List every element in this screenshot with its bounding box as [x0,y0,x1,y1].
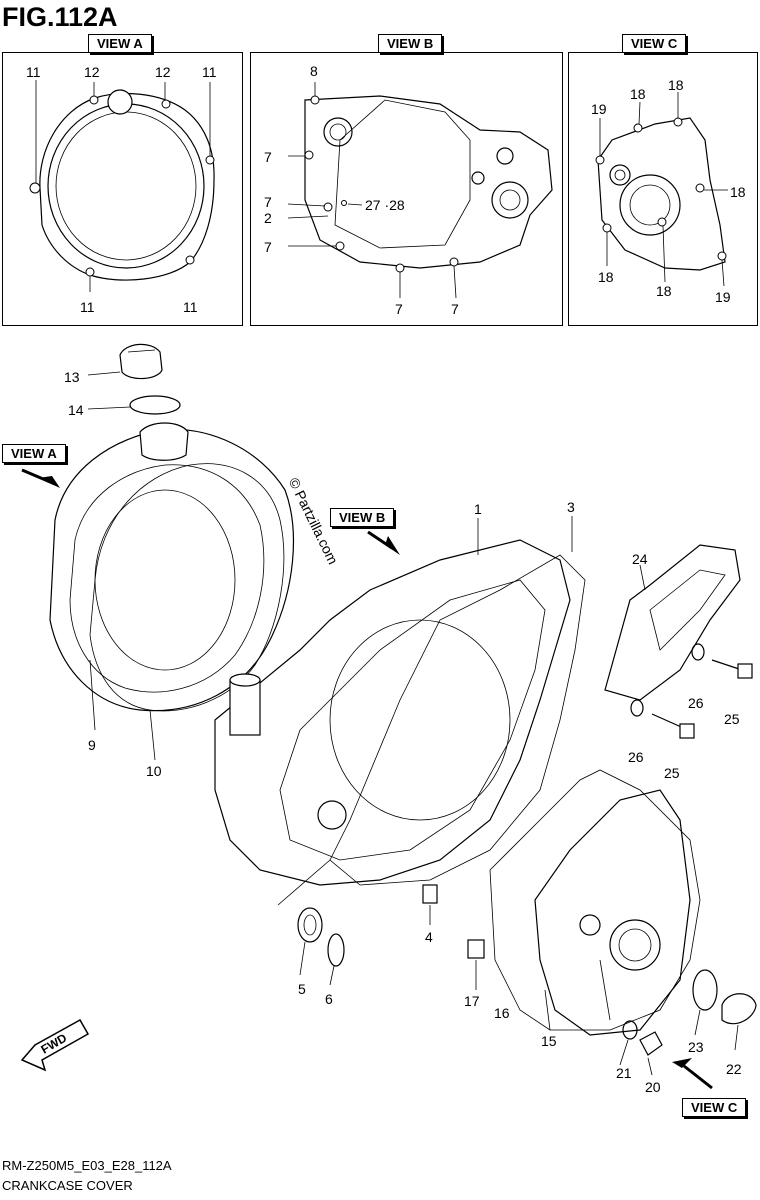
callout-26: 26 [688,695,704,711]
view-b-drawing [287,82,553,299]
gasket-10 [89,463,285,761]
callout-18: 18 [598,269,614,285]
callout-6: 6 [325,991,333,1007]
figure-caption: CRANKCASE COVER [2,1178,133,1193]
view-a-tag: VIEW A [88,34,152,53]
callout-11: 11 [26,64,41,80]
view-b-box [250,52,563,326]
view-a-box [2,52,243,326]
figure-code: RM-Z250M5_E03_E28_112A [2,1158,172,1173]
callout-18: 18 [656,283,672,299]
callout-7: 7 [395,301,403,317]
callout-12: 12 [155,64,171,80]
callout-20: 20 [645,1079,661,1095]
dowel-pins [422,884,485,990]
bracket-24 [604,544,741,701]
callout-26: 26 [628,749,644,765]
callout-11: 11 [202,64,217,80]
callout-21: 21 [616,1065,632,1081]
callout-17: 17 [464,993,480,1009]
callout-25: 25 [724,711,740,727]
fwd-arrow-icon: FWD [20,1018,90,1072]
callout-10: 10 [146,763,162,779]
bolt-washer-set [630,643,753,739]
callout-3: 3 [567,499,575,515]
callout-18: 18 [668,77,684,93]
view-c-tag: VIEW C [622,34,687,53]
view-b-main-tag: VIEW B [330,508,395,527]
callout-14: 14 [68,402,84,418]
gasket-3 [329,516,586,886]
callout-11: 11 [80,299,95,315]
callout-4: 4 [425,929,433,945]
figure-title: FIG.112A [2,2,118,32]
callout-24: 24 [632,551,648,567]
callout-1: 1 [474,501,482,517]
view-a-drawing [29,80,215,292]
callout-25: 25 [664,765,680,781]
oil-filler-cap-13 [87,343,163,380]
callout-11: 11 [183,299,198,315]
view-a-main-tag: VIEW A [2,444,66,463]
view-c-drawing [595,92,728,287]
callout-18: 18 [630,86,646,102]
direction-arrows [21,468,713,1090]
callout-7: 7 [264,149,272,165]
callout-27-28: 27 ·28 [365,197,405,213]
callout-7: 7 [451,301,459,317]
callout-7: 7 [264,194,272,210]
callout-2: 2 [264,210,272,226]
callout-12: 12 [84,64,100,80]
oil-seal-5-6 [277,859,345,986]
callout-19: 19 [715,289,731,305]
drain-plug-parts [599,959,757,1076]
gasket-15 [489,769,701,1031]
view-c-main-tag: VIEW C [682,1098,747,1117]
water-pump-cover-16 [534,789,691,1036]
callout-13: 13 [64,369,80,385]
callout-23: 23 [688,1039,704,1055]
view-b-tag: VIEW B [378,34,443,53]
callout-9: 9 [88,737,96,753]
callout-16: 16 [494,1005,510,1021]
callout-15: 15 [541,1033,557,1049]
callout-5: 5 [298,981,306,997]
o-ring-14 [87,395,181,415]
callout-18: 18 [730,184,746,200]
callout-19: 19 [591,101,607,117]
callout-7: 7 [264,239,272,255]
crankcase-cover-1 [214,518,571,886]
callout-8: 8 [310,63,318,79]
callout-22: 22 [726,1061,742,1077]
